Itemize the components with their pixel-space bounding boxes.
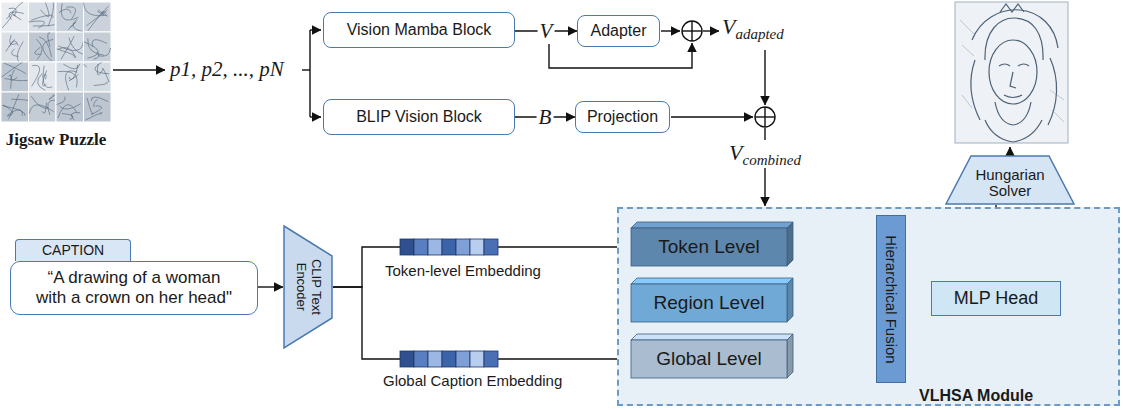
level-block: Token Level [631,222,793,266]
edge-label: B [537,105,554,130]
adapter-box: Adapter [577,15,660,47]
process-box: Vision Mamba Block [323,12,515,48]
node-label: CLIP Text Encoder [293,249,323,325]
mlp-box: MLP Head [931,281,1061,316]
math-label: p1, p2, ..., pN [170,57,284,82]
process-box: BLIP Vision Block [323,99,515,135]
node-label: Hierarchical Fusion [883,235,900,363]
embedding-bar [400,239,498,255]
connector-arrow [333,287,631,359]
embedding-label: Token-level Embedding [385,262,541,279]
flow-arrows [113,30,1010,206]
projection-box: Projection [575,101,670,133]
module-region: VLHSA Module Token LevelRegion LevelGloba… [617,207,1120,406]
node-label: “A drawing of a woman with a crown on he… [32,268,237,309]
output-image [955,2,1068,143]
math-label: Vadapted [722,14,784,43]
math-label: Vcombined [729,140,801,169]
node-label: Region Level [654,292,765,314]
node-label: BLIP Vision Block [356,108,482,126]
puzzle-image [1,2,111,122]
node-label: Token Level [658,236,759,258]
edge-label: V [538,19,555,44]
embedding-bar [400,351,498,367]
level-block: Global Level [631,334,793,378]
image-caption: Jigsaw Puzzle [0,130,112,150]
tab-label: CAPTION [15,239,131,261]
embedding-label: Global Caption Embedding [383,372,562,389]
node-label: Global Level [656,348,762,370]
connector-arrow [258,286,283,287]
node-label: VLHSA Module [919,387,1033,405]
encoder-trapezoid: CLIP Text Encoder [283,225,333,349]
node-label: Hungarian Solver [968,161,1052,200]
node-label: Vision Mamba Block [347,21,492,39]
level-block: Region Level [631,278,793,322]
fusion-bar: Hierarchical Fusion [876,215,906,383]
node-label: MLP Head [954,288,1039,309]
node-label: Projection [587,108,658,126]
node-label: Adapter [590,22,646,40]
solver-trapezoid: Hungarian Solver [945,155,1075,205]
caption-box: CAPTION“A drawing of a woman with a crow… [10,261,258,315]
